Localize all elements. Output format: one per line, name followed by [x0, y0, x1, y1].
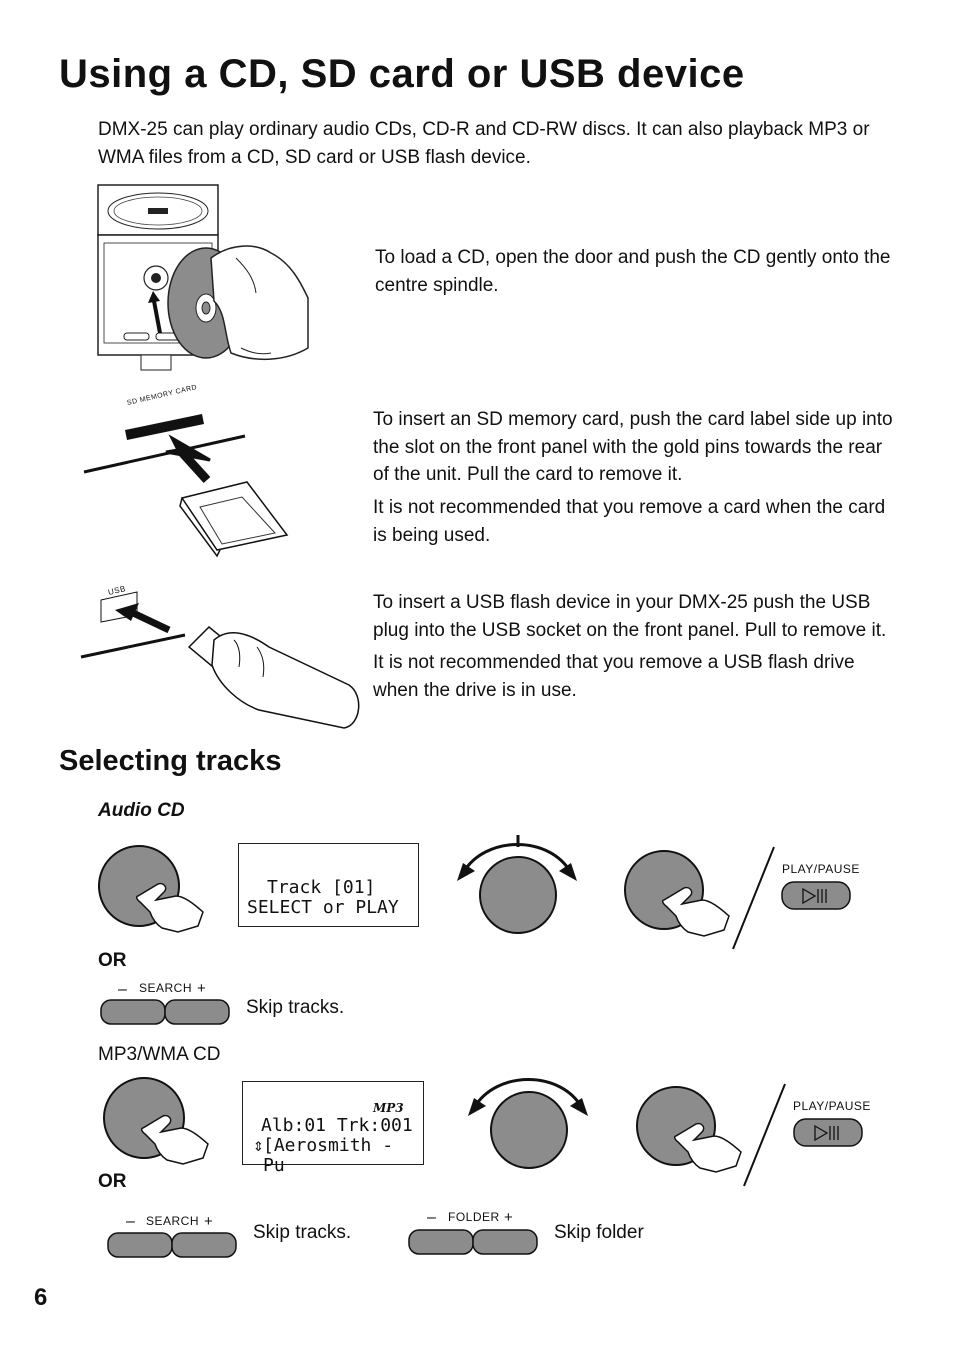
rotate-knob[interactable] — [455, 833, 580, 938]
search-button-pair-1[interactable] — [100, 999, 232, 1027]
mp3-cd-lcd-display: MP3 Alb:01 Trk:001 ⇕ [Aerosmith - Pu — [242, 1081, 424, 1176]
folder-plus: + — [504, 1209, 514, 1226]
lcd-line-2: SELECT or PLAY — [247, 897, 399, 918]
search-button-pair-2[interactable] — [107, 1232, 239, 1260]
play-pause-label-mp3: PLAY/PAUSE — [793, 1099, 871, 1113]
play-knob-press-mp3[interactable] — [636, 1086, 751, 1181]
sd-warning: It is not recommended that you remove a … — [373, 497, 886, 546]
play-knob-press[interactable] — [624, 850, 739, 945]
play-pause-label: PLAY/PAUSE — [782, 862, 860, 876]
lcd-scroll-icon: ⇕ — [253, 1135, 264, 1156]
sd-card-illustration — [83, 414, 289, 558]
select-knob-press-mp3[interactable] — [103, 1076, 215, 1168]
audio-cd-heading: Audio CD — [98, 800, 185, 821]
usb-warning: It is not recommended that you remove a … — [373, 652, 855, 701]
skip-tracks-text-2: Skip tracks. — [253, 1222, 352, 1243]
lcd-line-1: Track [01] — [267, 877, 376, 898]
lcd-line-1: Alb:01 Trk:001 — [261, 1115, 413, 1136]
skip-folder-text: Skip folder — [554, 1222, 644, 1243]
usb-illustration — [80, 591, 360, 729]
search-minus-2: – — [126, 1213, 136, 1230]
divider-slash-mp3 — [743, 1083, 786, 1187]
or-label-1: OR — [98, 950, 127, 971]
divider-slash — [732, 846, 775, 950]
skip-tracks-text-1: Skip tracks. — [246, 997, 345, 1018]
select-knob-press[interactable] — [98, 844, 208, 934]
folder-label: FOLDER — [448, 1210, 500, 1224]
usb-instruction: To insert a USB flash device in your DMX… — [373, 592, 887, 641]
cd-loading-illustration — [97, 184, 309, 371]
page-title: Using a CD, SD card or USB device — [59, 52, 745, 96]
sd-instruction: To insert an SD memory card, push the ca… — [373, 409, 893, 485]
lcd-line-2: [Aerosmith - Pu — [263, 1135, 394, 1176]
audio-cd-lcd-display: Track [01] SELECT or PLAY — [238, 843, 419, 927]
search-plus-2: + — [204, 1213, 214, 1230]
section-title: Selecting tracks — [59, 745, 282, 777]
play-pause-button[interactable] — [781, 881, 853, 911]
folder-minus: – — [427, 1209, 437, 1226]
or-label-2: OR — [98, 1171, 127, 1192]
folder-button-pair[interactable] — [408, 1229, 540, 1257]
search-label-2: SEARCH — [146, 1214, 200, 1228]
intro-paragraph: DMX-25 can play ordinary audio CDs, CD-R… — [98, 119, 870, 168]
mp3-badge: MP3 — [373, 1101, 404, 1115]
search-minus-1: – — [118, 981, 128, 998]
mp3-cd-heading: MP3/WMA CD — [98, 1044, 221, 1065]
search-plus-1: + — [197, 980, 207, 997]
search-label-1: SEARCH — [139, 981, 193, 995]
play-pause-button-mp3[interactable] — [793, 1118, 865, 1148]
page-number: 6 — [34, 1284, 48, 1311]
cd-instruction: To load a CD, open the door and push the… — [375, 247, 891, 296]
rotate-knob-mp3[interactable] — [466, 1068, 591, 1173]
